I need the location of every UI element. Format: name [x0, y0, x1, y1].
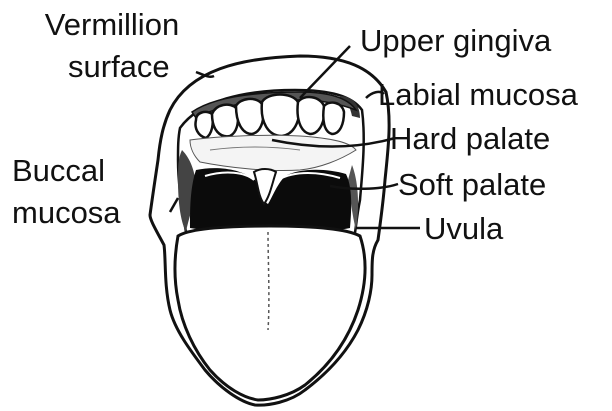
label-hard-palate: Hard palate [390, 122, 550, 156]
label-buccal-line1: Buccal [12, 154, 105, 188]
label-upper-gingiva: Upper gingiva [360, 24, 551, 58]
label-vermillion-line2: surface [68, 50, 170, 84]
label-buccal-line2: mucosa [12, 196, 121, 230]
label-uvula: Uvula [424, 212, 503, 246]
label-labial-mucosa: Labial mucosa [378, 78, 578, 112]
tongue [175, 226, 365, 400]
label-vermillion-line1: Vermillion [26, 8, 198, 42]
label-soft-palate: Soft palate [398, 168, 546, 202]
